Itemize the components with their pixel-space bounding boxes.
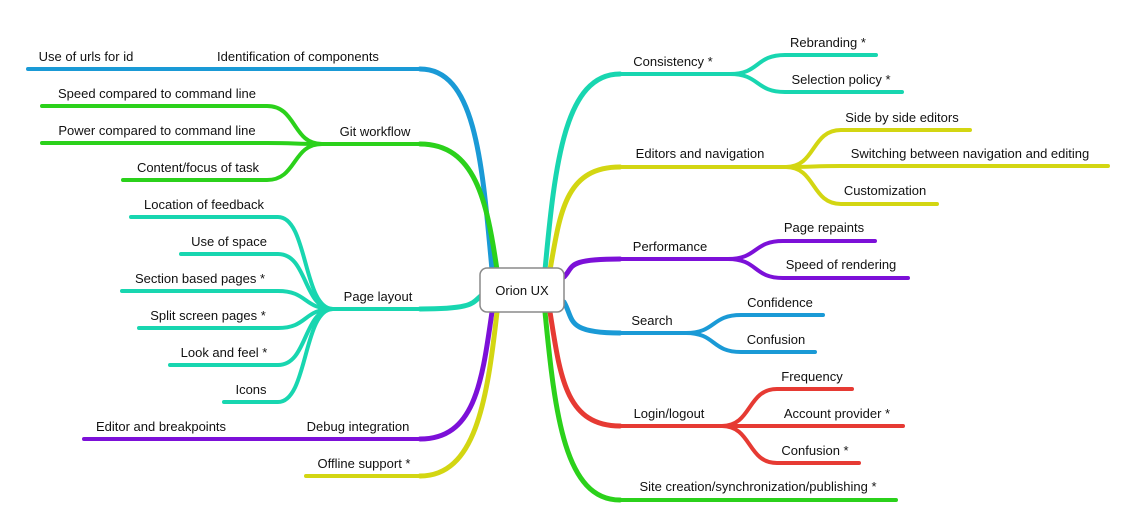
node-login-0[interactable]: Frequency bbox=[781, 369, 843, 384]
branch-layout[interactable]: Page layout bbox=[344, 289, 413, 304]
mindmap-labels: Identification of components Use of urls … bbox=[39, 35, 1090, 494]
node-performance-1[interactable]: Speed of rendering bbox=[786, 257, 897, 272]
branch-git[interactable]: Git workflow bbox=[340, 124, 411, 139]
edge-git-child-2 bbox=[121, 142, 324, 182]
node-search-1[interactable]: Confusion bbox=[747, 332, 806, 347]
edge-search-trunk bbox=[561, 299, 623, 336]
node-layout-2[interactable]: Section based pages * bbox=[135, 271, 265, 286]
edge-editors-child-1 bbox=[784, 164, 1110, 169]
node-editors-1[interactable]: Switching between navigation and editing bbox=[851, 146, 1090, 161]
node-login-2[interactable]: Confusion * bbox=[781, 443, 848, 458]
node-debug-0[interactable]: Editor and breakpoints bbox=[96, 419, 227, 434]
edge-editors-child-2 bbox=[784, 165, 939, 206]
node-layout-1[interactable]: Use of space bbox=[191, 234, 267, 249]
node-git-1[interactable]: Power compared to command line bbox=[58, 123, 255, 138]
branch-editors[interactable]: Editors and navigation bbox=[636, 146, 765, 161]
node-git-2[interactable]: Content/focus of task bbox=[137, 160, 260, 175]
node-git-0[interactable]: Speed compared to command line bbox=[58, 86, 256, 101]
node-search-0[interactable]: Confidence bbox=[747, 295, 813, 310]
branch-login[interactable]: Login/logout bbox=[634, 406, 705, 421]
edge-consistency-trunk bbox=[542, 71, 623, 273]
branch-identification[interactable]: Identification of components bbox=[217, 49, 379, 64]
mindmap-edges bbox=[26, 53, 1110, 503]
edge-layout-child-5 bbox=[222, 307, 335, 404]
node-consistency-1[interactable]: Selection policy * bbox=[792, 72, 891, 87]
node-editors-2[interactable]: Customization bbox=[844, 183, 926, 198]
edge-performance-child-1 bbox=[726, 257, 910, 280]
edge-git-trunk bbox=[417, 141, 500, 273]
edge-search-child-0 bbox=[684, 313, 825, 335]
edge-login-trunk bbox=[547, 309, 623, 429]
root-label: Orion UX bbox=[495, 283, 549, 298]
node-layout-5[interactable]: Icons bbox=[235, 382, 267, 397]
branch-offline[interactable]: Offline support * bbox=[318, 456, 411, 471]
edge-layout-child-0 bbox=[129, 215, 335, 311]
edge-login-child-2 bbox=[720, 424, 861, 465]
node-login-1[interactable]: Account provider * bbox=[784, 406, 890, 421]
node-editors-0[interactable]: Side by side editors bbox=[845, 110, 959, 125]
branch-debug[interactable]: Debug integration bbox=[307, 419, 410, 434]
root-node[interactable]: Orion UX bbox=[479, 267, 565, 313]
edge-performance-trunk bbox=[561, 256, 623, 280]
edge-consistency-child-1 bbox=[728, 72, 904, 94]
edge-layout-trunk bbox=[417, 292, 485, 312]
edge-site-trunk bbox=[542, 309, 623, 503]
branch-site[interactable]: Site creation/synchronization/publishing… bbox=[639, 479, 876, 494]
edge-debug-trunk bbox=[417, 309, 495, 442]
branch-performance[interactable]: Performance bbox=[633, 239, 707, 254]
branch-consistency[interactable]: Consistency * bbox=[633, 54, 712, 69]
edge-editors-trunk bbox=[547, 164, 623, 273]
edge-offline-trunk bbox=[417, 309, 500, 479]
node-layout-3[interactable]: Split screen pages * bbox=[150, 308, 266, 323]
edge-identification-trunk bbox=[417, 66, 495, 273]
node-identification-0[interactable]: Use of urls for id bbox=[39, 49, 134, 64]
edge-layout-child-2 bbox=[120, 289, 335, 311]
node-performance-0[interactable]: Page repaints bbox=[784, 220, 865, 235]
node-layout-4[interactable]: Look and feel * bbox=[181, 345, 268, 360]
node-layout-0[interactable]: Location of feedback bbox=[144, 197, 264, 212]
edge-git-child-1 bbox=[40, 141, 324, 146]
branch-search[interactable]: Search bbox=[631, 313, 672, 328]
node-consistency-0[interactable]: Rebranding * bbox=[790, 35, 866, 50]
edge-search-child-1 bbox=[684, 331, 817, 354]
